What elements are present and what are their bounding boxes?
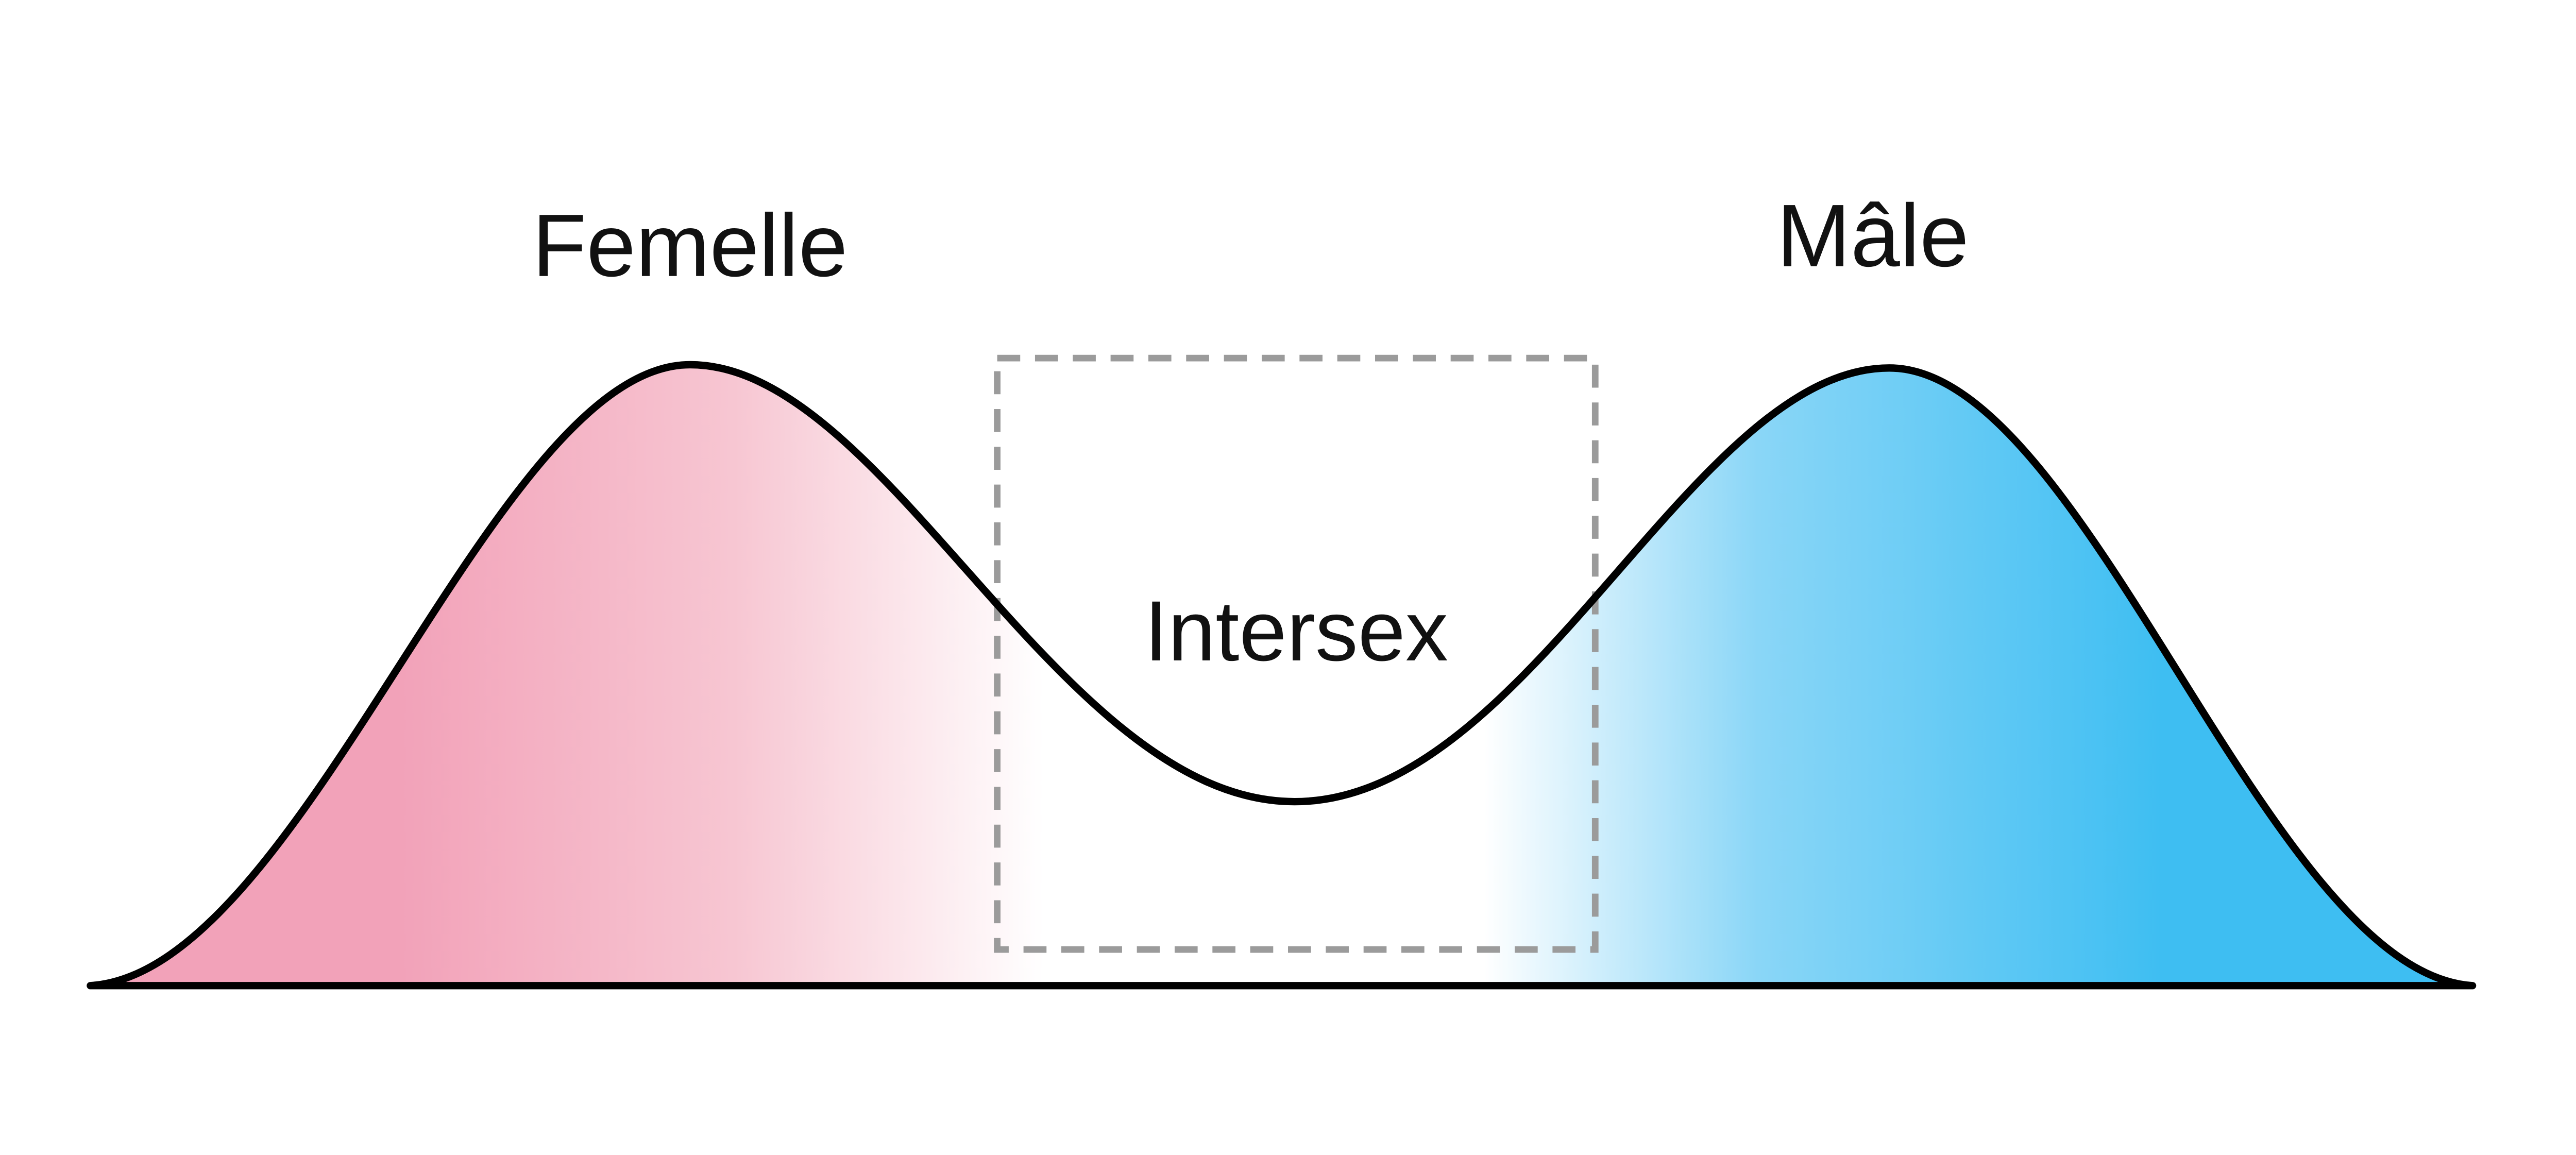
distribution-fill (90, 364, 2473, 986)
distribution-outline (87, 361, 2477, 990)
female-label: Femelle (532, 196, 848, 295)
male-label: Mâle (1777, 186, 1969, 285)
intersex-label: Intersex (1144, 584, 1448, 679)
diagram-canvas: Femelle Mâle Intersex (87, 186, 2477, 990)
intersex-dashed-box (994, 354, 1599, 953)
bimodal-distribution-diagram: Femelle Mâle Intersex (87, 186, 2477, 990)
